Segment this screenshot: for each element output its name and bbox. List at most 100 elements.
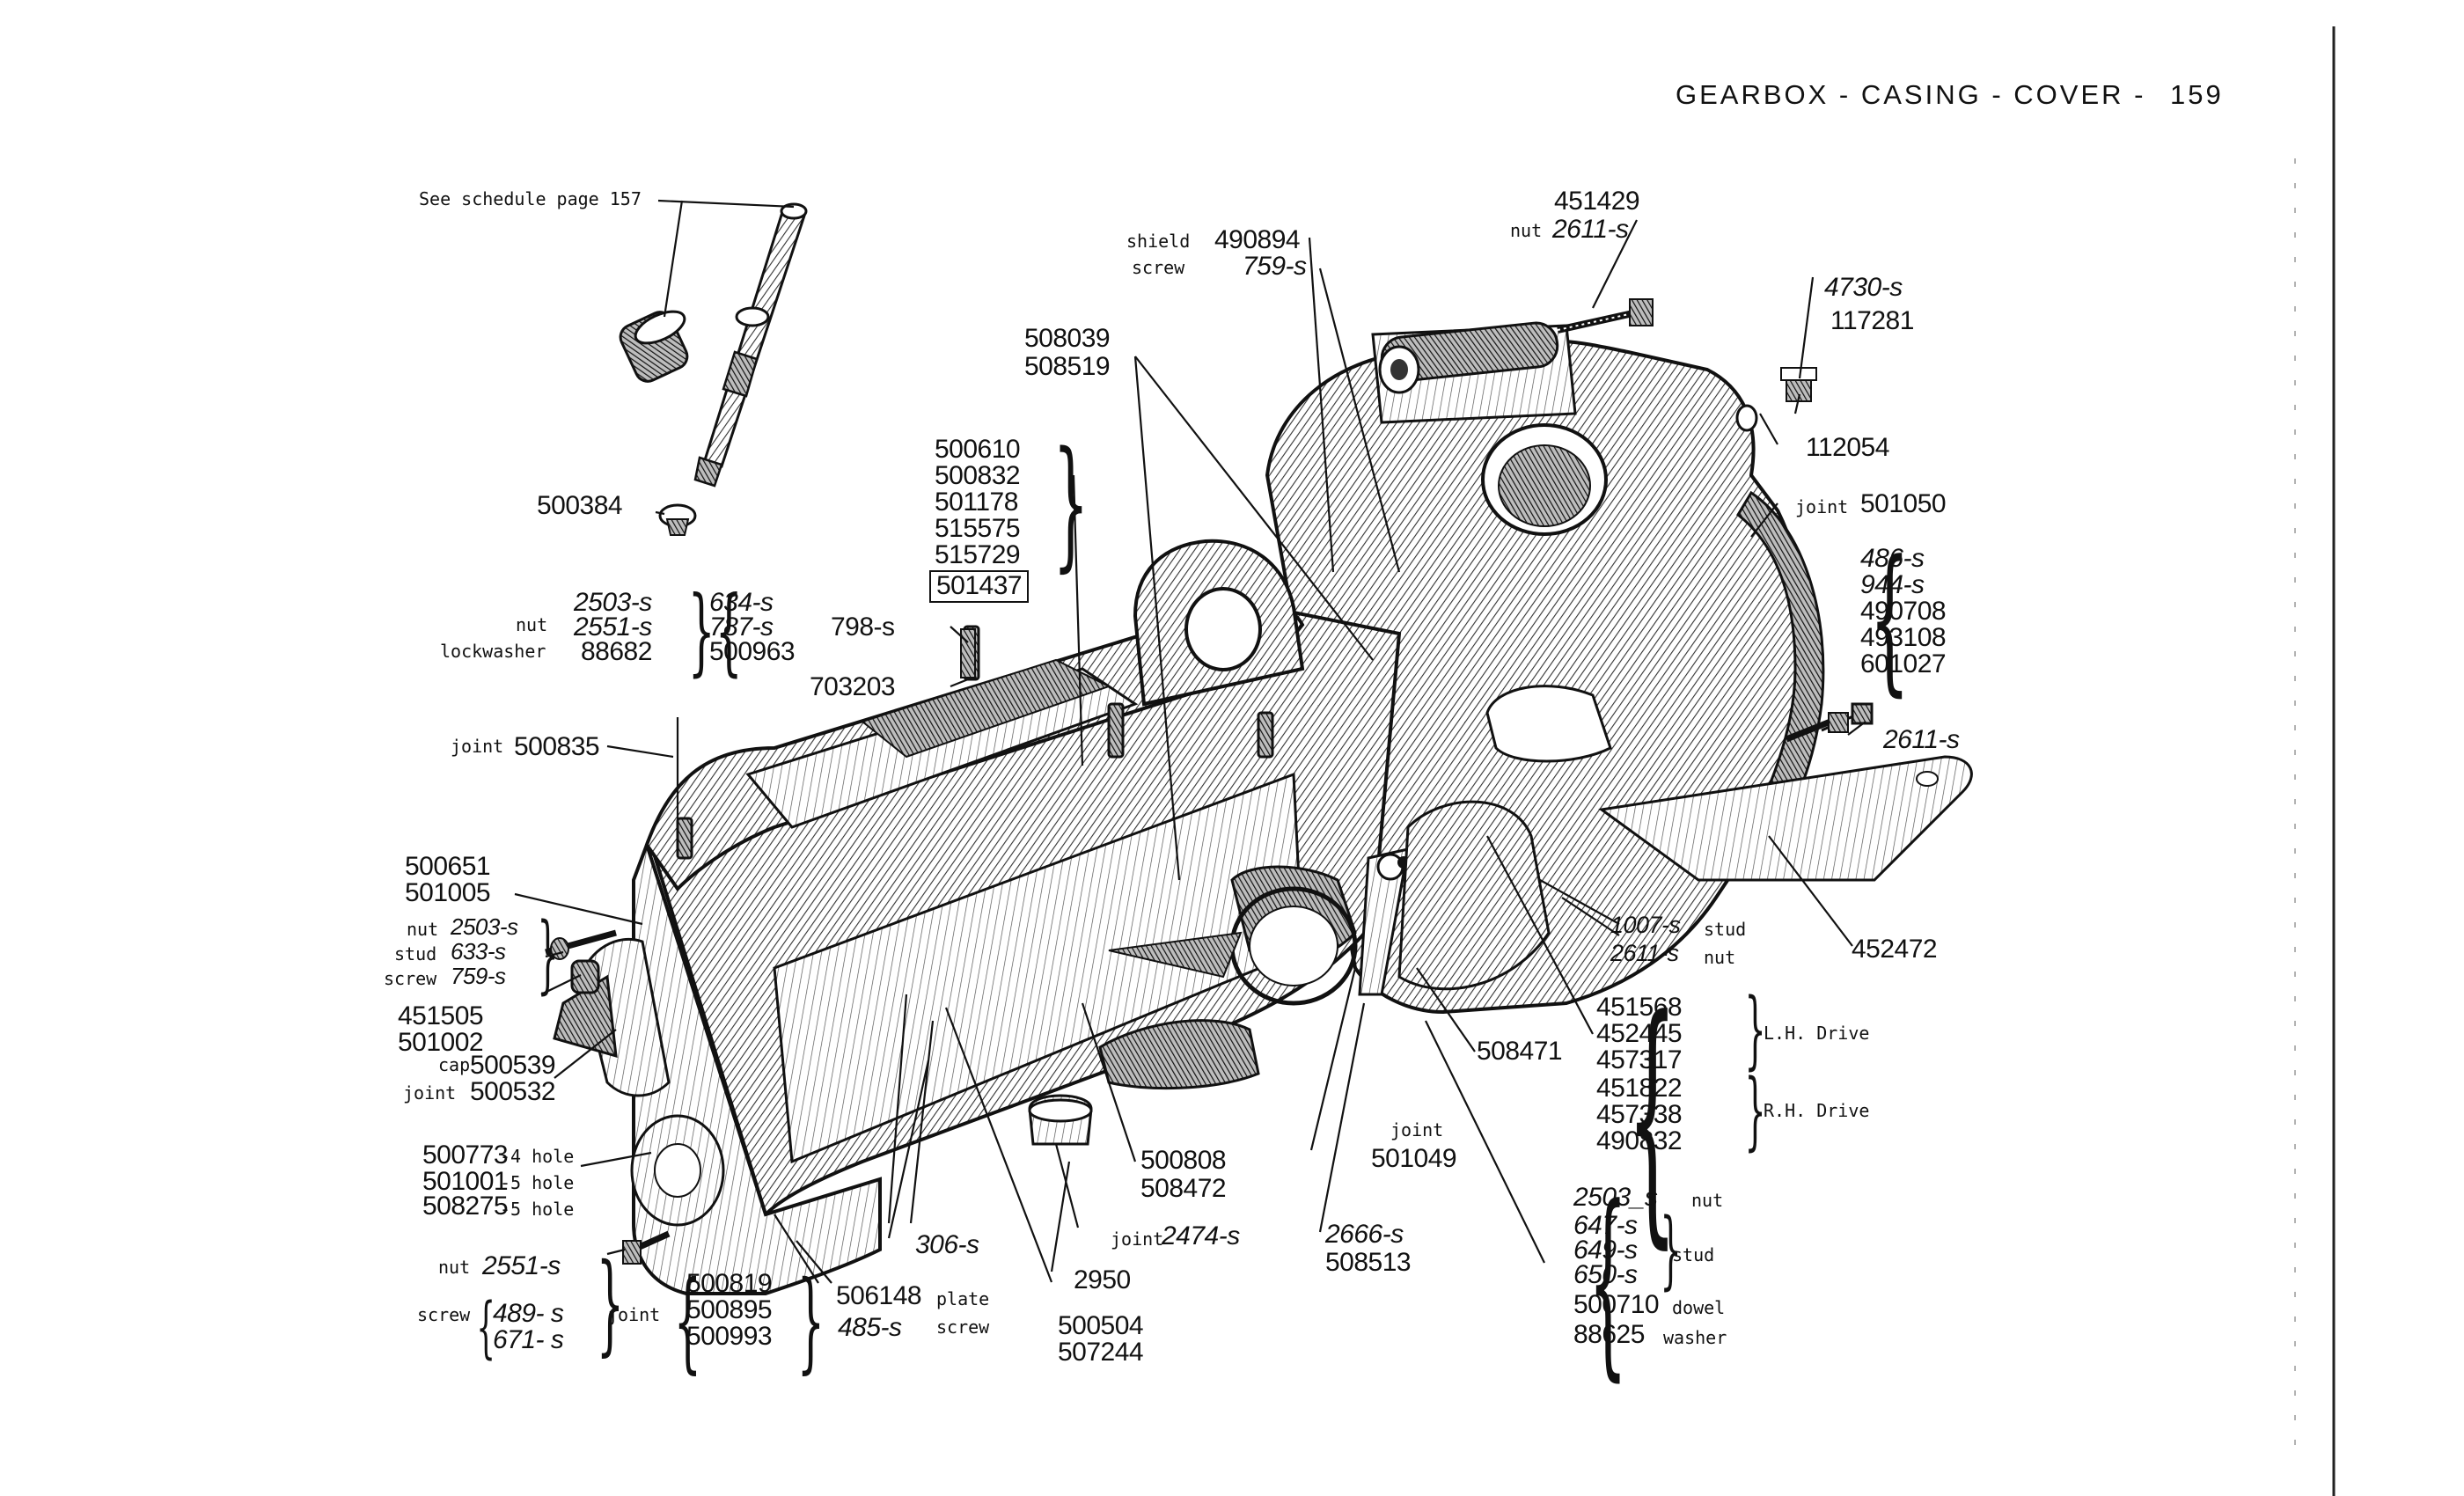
- part-1007s: 1007-s: [1610, 912, 1681, 938]
- part-501001-note: -5 hole: [500, 1172, 575, 1193]
- part-457338: 457338: [1596, 1100, 1683, 1129]
- brace-joint-group-right: }: [796, 1258, 825, 1385]
- part-306s: 306-s: [915, 1230, 979, 1259]
- joint-word-501050: joint: [1795, 496, 1849, 517]
- part-501178: 501178: [935, 488, 1018, 517]
- screw-word-b: screw: [417, 1304, 471, 1325]
- part-2503s-r: 2503_s: [1573, 1183, 1658, 1212]
- schedule-note: See schedule page 157: [419, 188, 642, 209]
- page-number: 159: [2170, 79, 2224, 110]
- part-2551s-b: 2551-s: [482, 1251, 561, 1280]
- screw-word: screw: [1132, 257, 1185, 278]
- part-500832: 500832: [935, 461, 1021, 490]
- brace-nut-screw-group: }: [596, 1241, 625, 1368]
- part-508471: 508471: [1477, 1037, 1563, 1066]
- part-634s: 634-s: [709, 588, 774, 617]
- joint-word-500532: joint: [403, 1082, 457, 1104]
- part-457317: 457317: [1596, 1045, 1683, 1074]
- washer-word: washer: [1663, 1327, 1727, 1348]
- part-500651: 500651: [405, 852, 491, 881]
- part-759s-shield: 759-s: [1243, 252, 1307, 281]
- part-501050: 501050: [1860, 489, 1947, 518]
- part-500895: 500895: [686, 1295, 773, 1324]
- part-500384: 500384: [537, 491, 623, 520]
- part-490832: 490832: [1596, 1126, 1683, 1155]
- brace-nut-group: }{: [687, 576, 743, 686]
- nut-word-b: nut: [438, 1257, 471, 1278]
- part-508275-note: -5 hole: [500, 1199, 575, 1220]
- brace-lh: }: [1744, 980, 1766, 1079]
- part-2666s: 2666-s: [1325, 1220, 1404, 1249]
- part-787s: 787-s: [709, 612, 774, 642]
- part-451822: 451822: [1596, 1074, 1683, 1103]
- part-650s: 650-s: [1573, 1260, 1638, 1289]
- bolt-451429: [1557, 298, 1654, 334]
- part-112054: 112054: [1806, 433, 1889, 462]
- part-490708: 490708: [1860, 597, 1947, 626]
- part-501005: 501005: [405, 878, 491, 907]
- part-500993: 500993: [686, 1322, 773, 1351]
- part-2474s: 2474-s: [1162, 1221, 1240, 1250]
- part-489s: 489- s: [493, 1299, 564, 1328]
- brace-rh: }: [1744, 1061, 1766, 1160]
- joint-word-2474: joint: [1111, 1228, 1164, 1250]
- part-500504: 500504: [1058, 1311, 1144, 1340]
- part-649s: 649-s: [1573, 1236, 1638, 1265]
- part-501002: 501002: [398, 1028, 484, 1057]
- stud-word-r2: stud: [1672, 1244, 1715, 1265]
- rh-drive-label: R.H. Drive: [1764, 1100, 1870, 1121]
- part-501437: 501437: [929, 570, 1030, 603]
- part-515575: 515575: [935, 514, 1021, 543]
- part-2503s: 2503-s: [574, 588, 652, 617]
- part-2950: 2950: [1074, 1265, 1131, 1294]
- part-88682: 88682: [581, 637, 652, 666]
- speedometer-drive-shaft: [693, 202, 808, 488]
- stud-798s: [960, 628, 976, 678]
- joint-word-b: joint: [607, 1304, 661, 1325]
- part-500835: 500835: [514, 732, 600, 761]
- cap-word: cap: [438, 1054, 471, 1075]
- brace-screw-group: {: [476, 1287, 496, 1366]
- brace-drive-group: {: [1626, 964, 1678, 1271]
- part-501049: 501049: [1371, 1144, 1457, 1173]
- part-2551s: 2551-s: [574, 612, 652, 642]
- part-500963: 500963: [709, 637, 796, 666]
- nut-word-r: nut: [1704, 947, 1736, 968]
- shield-word: shield: [1126, 231, 1191, 252]
- joint-word-501049: joint: [1390, 1119, 1444, 1140]
- part-759s-l: 759-s: [451, 963, 506, 989]
- part-2503s-l: 2503-s: [451, 913, 518, 940]
- part-506148: 506148: [836, 1281, 922, 1310]
- part-4730s: 4730-s: [1824, 273, 1903, 302]
- brace-stud-nut-group: {: [1588, 1164, 1628, 1399]
- part-490894: 490894: [1214, 225, 1301, 254]
- page-title: GEARBOX - CASING - COVER -: [1676, 79, 2146, 110]
- screw-word-b2: screw: [936, 1316, 990, 1338]
- part-452472: 452472: [1852, 935, 1938, 964]
- part-500819: 500819: [686, 1269, 773, 1298]
- nut-word-r2: nut: [1691, 1190, 1724, 1211]
- part-647s: 647-s: [1573, 1211, 1638, 1240]
- part-508513: 508513: [1325, 1248, 1412, 1277]
- part-508472: 508472: [1140, 1174, 1227, 1203]
- brace-500610-group: }: [1052, 421, 1089, 585]
- part-451429: 451429: [1554, 187, 1640, 216]
- part-500773: 500773: [422, 1140, 509, 1170]
- part-2611s-mid: 2611-s: [1610, 940, 1679, 966]
- nut-word-top: nut: [1510, 220, 1543, 241]
- part-601027: 601027: [1860, 649, 1947, 678]
- part-515729: 515729: [935, 540, 1021, 569]
- part-2611s-right: 2611-s: [1883, 725, 1960, 754]
- brace-stud-group: }: [537, 905, 559, 1003]
- brace-486s-group: {: [1869, 527, 1910, 711]
- part-117281: 117281: [1830, 306, 1914, 335]
- part-501001: 501001: [422, 1167, 509, 1196]
- part-486s: 486-s: [1860, 544, 1925, 573]
- part-671s: 671- s: [493, 1325, 564, 1354]
- part-500532: 500532: [470, 1077, 556, 1106]
- part-508519: 508519: [1024, 352, 1111, 381]
- part-88625: 88625: [1573, 1320, 1645, 1349]
- brace-stud-r: }: [1660, 1200, 1682, 1299]
